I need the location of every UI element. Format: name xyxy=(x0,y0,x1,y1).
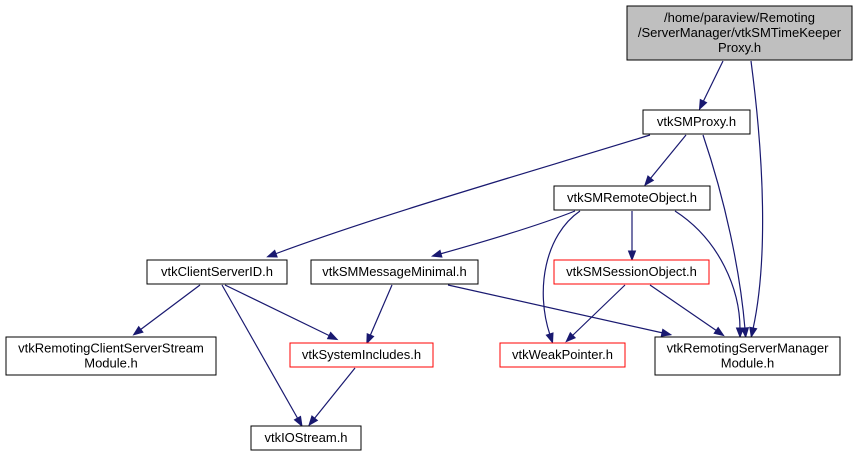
node-label: vtkSMSessionObject.h xyxy=(566,264,697,279)
edge-sessionobject-to-weakpointer xyxy=(565,284,626,343)
edge-line xyxy=(313,367,356,420)
node-box[interactable] xyxy=(553,185,711,211)
node-iostream[interactable]: vtkIOStream.h xyxy=(250,425,362,451)
node-box[interactable] xyxy=(289,342,434,368)
edge-timekeeper-to-servermanagermodule xyxy=(749,60,764,339)
node-systemincludes[interactable]: vtkSystemIncludes.h xyxy=(289,342,434,368)
edge-clientserverid-to-iostream xyxy=(221,284,303,428)
node-box[interactable] xyxy=(553,259,710,285)
edge-remoteobject-to-messageminimal xyxy=(430,210,576,258)
node-messageminimal[interactable]: vtkSMMessageMinimal.h xyxy=(310,259,479,285)
node-label: vtkRemotingServerManager xyxy=(667,341,830,356)
arrow-head-icon xyxy=(713,326,725,337)
edge-systemincludes-to-iostream xyxy=(308,367,356,427)
edge-remoteobject-to-sessionobject xyxy=(627,211,637,262)
edge-line xyxy=(439,210,576,255)
edge-line xyxy=(139,284,201,331)
node-box[interactable] xyxy=(310,259,479,285)
arrow-head-icon xyxy=(660,328,673,337)
edge-remoteobject-to-servermanagermodule xyxy=(674,210,745,339)
arrow-head-icon xyxy=(627,250,637,262)
node-label: Module.h xyxy=(84,356,137,371)
arrow-head-icon xyxy=(266,249,278,258)
edge-smproxy-to-clientserverid xyxy=(266,134,651,258)
arrow-head-icon xyxy=(749,326,758,339)
edge-messageminimal-to-servermanagermodule xyxy=(447,284,673,337)
arrow-head-icon xyxy=(132,325,144,336)
edge-messageminimal-to-systemincludes xyxy=(366,284,393,345)
node-label: /ServerManager/vtkSMTimeKeeper xyxy=(638,25,842,40)
node-remoteobject[interactable]: vtkSMRemoteObject.h xyxy=(553,185,711,211)
node-label: vtkIOStream.h xyxy=(264,430,347,445)
arrow-head-icon xyxy=(308,415,319,427)
nodes-layer: /home/paraview/Remoting/ServerManager/vt… xyxy=(5,5,853,451)
edge-line xyxy=(542,210,581,336)
edge-line xyxy=(702,60,724,103)
node-box[interactable] xyxy=(5,336,217,376)
arrow-head-icon xyxy=(293,415,303,428)
edge-line xyxy=(649,284,718,332)
arrow-head-icon xyxy=(430,249,443,258)
edge-smproxy-to-remoteobject xyxy=(644,134,687,187)
node-box[interactable] xyxy=(499,342,626,368)
edge-line xyxy=(224,284,331,337)
edge-line xyxy=(221,284,299,420)
arrow-head-icon xyxy=(545,332,554,344)
edge-timekeeper-to-smproxy xyxy=(698,60,724,111)
arrow-head-icon xyxy=(565,331,577,343)
node-label: vtkWeakPointer.h xyxy=(512,347,613,362)
node-box[interactable] xyxy=(626,5,853,61)
node-label: vtkClientServerID.h xyxy=(161,264,273,279)
edge-line xyxy=(369,284,393,337)
node-clientserverid[interactable]: vtkClientServerID.h xyxy=(146,259,288,285)
node-label: vtkSMMessageMinimal.h xyxy=(322,264,467,279)
edge-line xyxy=(447,284,664,334)
node-label: vtkSMProxy.h xyxy=(657,114,736,129)
arrow-head-icon xyxy=(735,327,745,339)
edge-clientserverid-to-systemincludes xyxy=(224,284,339,341)
edge-line xyxy=(750,60,764,330)
edge-clientserverid-to-csstreammodule xyxy=(132,284,201,336)
node-label: Proxy.h xyxy=(718,40,761,55)
node-sessionobject[interactable]: vtkSMSessionObject.h xyxy=(553,259,710,285)
node-label: vtkRemotingClientServerStream xyxy=(18,341,204,356)
node-label: vtkSystemIncludes.h xyxy=(302,347,421,362)
node-label: /home/paraview/Remoting xyxy=(664,10,815,25)
edge-line xyxy=(571,284,626,337)
edges-layer xyxy=(132,60,764,428)
edge-line xyxy=(274,134,651,255)
node-box[interactable] xyxy=(146,259,288,285)
edge-line xyxy=(702,134,746,330)
arrow-head-icon xyxy=(644,175,655,187)
node-label: vtkSMRemoteObject.h xyxy=(567,190,697,205)
node-box[interactable] xyxy=(642,109,751,135)
node-weakpointer[interactable]: vtkWeakPointer.h xyxy=(499,342,626,368)
edge-line xyxy=(674,210,741,330)
arrow-head-icon xyxy=(366,332,375,345)
edge-line xyxy=(649,134,687,180)
arrow-head-icon xyxy=(326,331,339,341)
node-box[interactable] xyxy=(250,425,362,451)
node-label: Module.h xyxy=(721,356,774,371)
node-smproxy[interactable]: vtkSMProxy.h xyxy=(642,109,751,135)
edge-smproxy-to-servermanagermodule xyxy=(702,134,750,339)
edge-remoteobject-to-weakpointer xyxy=(542,210,581,344)
node-box[interactable] xyxy=(654,336,841,376)
node-timekeeper[interactable]: /home/paraview/Remoting/ServerManager/vt… xyxy=(626,5,853,61)
edge-sessionobject-to-servermanagermodule xyxy=(649,284,725,337)
arrow-head-icon xyxy=(698,98,708,111)
